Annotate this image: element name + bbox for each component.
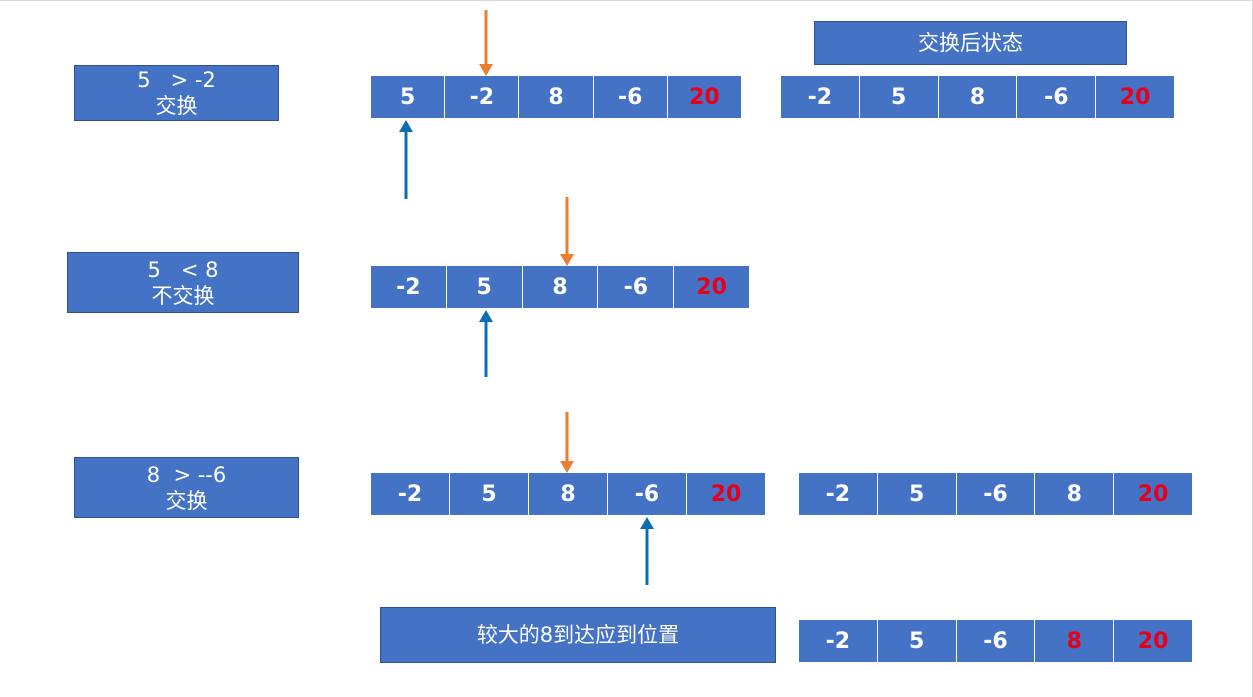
step3-cell-4: 20 — [710, 481, 742, 507]
step3-cell-1: 5 — [450, 473, 529, 515]
step1-after-cell-0: -2 — [781, 76, 860, 118]
step3-after-cell-3: 8 — [1035, 473, 1115, 515]
step3-after-cell-1: 5 — [878, 473, 957, 515]
up-arrow-icon — [479, 310, 493, 377]
step2-cell-2: 8 — [523, 266, 599, 308]
step2-action-text: 不交换 — [151, 283, 215, 308]
step3-action-text: 交换 — [165, 488, 208, 513]
step2-cell-1: 5 — [447, 266, 523, 308]
step1-cell-2: 8 — [519, 76, 594, 118]
step3-compare-label: 8 > --6 交换 — [74, 457, 299, 518]
result-label-text: 较大的8到达应到位置 — [476, 623, 680, 647]
step2-cell-4: 20 — [696, 274, 727, 300]
step3-cell-3: -6 — [608, 473, 687, 515]
down-arrow-icon — [560, 412, 574, 473]
down-arrow-icon — [560, 197, 574, 266]
up-arrow-icon — [399, 120, 413, 199]
step1-cell-0: 5 — [371, 76, 446, 118]
step3-after-cell-4: 20 — [1137, 481, 1169, 507]
step1-compare-text: 5 > -2 — [137, 68, 216, 92]
up-arrow-icon — [640, 517, 654, 585]
step1-cell-4: 20 — [689, 84, 720, 110]
step1-cell-1: -2 — [445, 76, 520, 118]
result-label: 较大的8到达应到位置 — [380, 607, 776, 663]
step3-cell-0: -2 — [371, 473, 450, 515]
step3-array: -2 5 8 -6 20 — [371, 473, 765, 515]
result-cell-1: 5 — [878, 620, 957, 662]
step3-cell-2: 8 — [529, 473, 608, 515]
step1-action-text: 交换 — [155, 94, 198, 118]
down-arrow-icon — [479, 10, 493, 76]
step2-compare-text: 5 < 8 — [147, 257, 219, 282]
step2-compare-label: 5 < 8 不交换 — [67, 252, 299, 313]
step2-cell-3: -6 — [598, 266, 675, 308]
after-swap-title-text: 交换后状态 — [918, 31, 1023, 55]
step3-after-cell-2: -6 — [957, 473, 1036, 515]
result-cell-4: 20 — [1137, 628, 1169, 654]
step3-after-cell-0: -2 — [799, 473, 878, 515]
step1-compare-label: 5 > -2 交换 — [74, 65, 279, 121]
step3-after-array: -2 5 -6 8 20 — [799, 473, 1192, 515]
step2-cell-0: -2 — [371, 266, 447, 308]
slide-border-top — [0, 0, 1253, 1]
step1-array: 5 -2 8 -6 20 — [371, 76, 741, 118]
result-cell-2: -6 — [957, 620, 1036, 662]
step1-after-cell-4: 20 — [1119, 84, 1151, 110]
result-cell-3: 8 — [1035, 620, 1115, 662]
step1-after-array: -2 5 8 -6 20 — [781, 76, 1174, 118]
result-cell-0: -2 — [799, 620, 878, 662]
step1-after-cell-3: -6 — [1017, 76, 1097, 118]
step2-array: -2 5 8 -6 20 — [371, 266, 749, 308]
result-array: -2 5 -6 8 20 — [799, 620, 1192, 662]
step1-after-cell-2: 8 — [939, 76, 1018, 118]
after-swap-title: 交换后状态 — [814, 21, 1127, 65]
step3-compare-text: 8 > --6 — [146, 462, 227, 487]
step1-after-cell-1: 5 — [860, 76, 939, 118]
step1-cell-3: -6 — [594, 76, 668, 118]
